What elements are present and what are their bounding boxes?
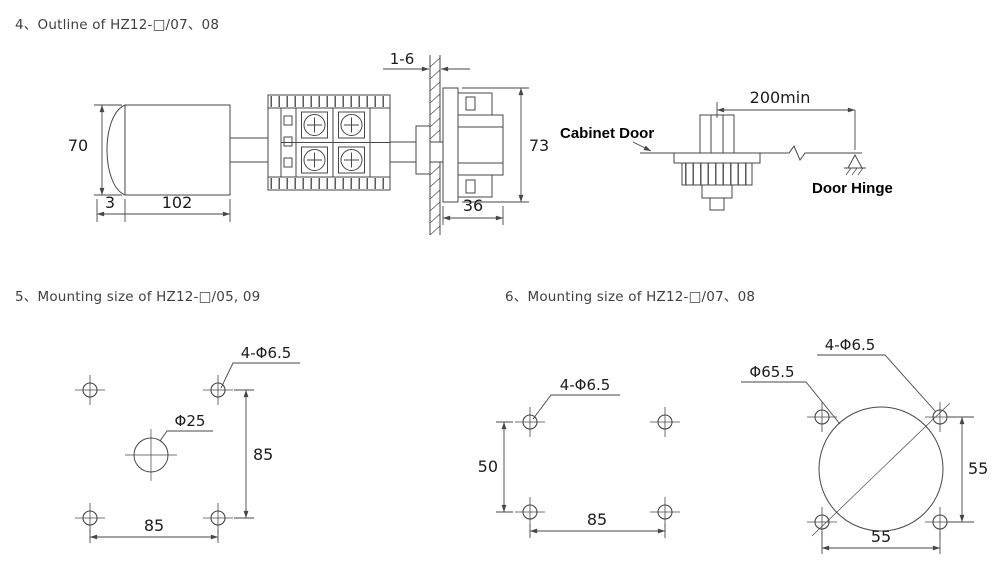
front-plate xyxy=(442,87,459,203)
leader-line xyxy=(159,430,213,442)
center-hole xyxy=(125,429,177,481)
dim-door-clearance: 200min xyxy=(716,88,856,150)
dim-vertical-55: 55 xyxy=(948,416,988,523)
dim-panel-thickness: 1-6 xyxy=(383,50,470,72)
door-hinge-label: Door Hinge xyxy=(812,180,893,197)
door-line xyxy=(640,144,862,162)
dim-vertical-50: 50 xyxy=(478,421,513,513)
label-plate-holes: 4-Φ6.5 xyxy=(532,376,620,420)
label-corner-holes: 4-Φ6.5 xyxy=(220,344,300,389)
front-screw-top xyxy=(465,96,476,111)
mounting-hole xyxy=(202,502,234,534)
terminal-tab xyxy=(283,136,293,147)
dim-85v-label: 85 xyxy=(253,445,273,464)
dim-70-label: 70 xyxy=(68,136,88,155)
dim-handle-length: 3 102 xyxy=(96,193,231,222)
dim-vertical-85: 85 xyxy=(234,389,273,519)
holes-label: 4-Φ6.5 xyxy=(560,376,611,394)
mounting-05-09-drawing: 4-Φ6.5 Φ25 85 85 xyxy=(74,344,300,543)
center-hole-label: Φ25 xyxy=(175,412,206,430)
cabinet-door-leader xyxy=(632,141,652,152)
dim-handle-height: 70 xyxy=(68,104,122,196)
mounting-hole xyxy=(649,406,681,438)
dim-200min-label: 200min xyxy=(750,88,811,107)
leader-line xyxy=(220,362,300,389)
mounting-drawings: 4-Φ6.5 Φ25 85 85 xyxy=(74,336,988,554)
section-4-title: 4、Outline of HZ12-□/07、08 xyxy=(15,17,220,33)
diagonal-line xyxy=(811,402,951,537)
mounting-hole xyxy=(74,374,106,406)
section-6-title: 6、Mounting size of HZ12-□/07、08 xyxy=(505,289,756,305)
mounting-07-08-plate-drawing: 4-Φ6.5 50 85 xyxy=(478,376,681,538)
dim-horizontal-85: 85 xyxy=(89,516,219,543)
dim-102-label: 102 xyxy=(162,193,193,212)
dim-73-label: 73 xyxy=(529,136,549,155)
door-switch-operator xyxy=(699,114,735,154)
label-center-hole: Φ25 xyxy=(159,412,213,442)
front-operator xyxy=(442,87,504,203)
outline-drawing: 70 3 102 xyxy=(68,50,893,236)
handle-outline xyxy=(106,104,231,196)
mounting-hole xyxy=(514,406,546,438)
leader-line xyxy=(817,354,937,413)
dim-front-depth: 36 xyxy=(442,196,504,225)
holes-label: 4-Φ6.5 xyxy=(825,336,876,354)
switch-body xyxy=(229,94,391,191)
dim-55v-label: 55 xyxy=(968,459,988,478)
dim-front-height: 73 xyxy=(462,87,549,203)
circle-label: Φ65.5 xyxy=(749,363,794,381)
dim-horizontal-85: 85 xyxy=(529,510,666,538)
section-5-title: 5、Mounting size of HZ12-□/05, 09 xyxy=(15,289,261,305)
cabinet-door-label: Cabinet Door xyxy=(560,125,654,142)
door-hinge-symbol xyxy=(844,153,866,176)
mounting-hole xyxy=(202,374,234,406)
mounting-hole xyxy=(74,502,106,534)
cabinet-door-illustration: 200min Cabinet Door Door Hinge xyxy=(560,88,893,211)
label-cutout-circle: Φ65.5 xyxy=(741,363,841,425)
leader-line xyxy=(741,381,841,425)
label-ring-holes: 4-Φ6.5 xyxy=(817,336,937,413)
dim-85-label: 85 xyxy=(587,510,607,529)
switch-handle xyxy=(106,104,231,196)
handle-shaft xyxy=(229,137,269,163)
dim-55h-label: 55 xyxy=(871,527,891,546)
terminal-tab xyxy=(283,157,293,168)
dim-50-label: 50 xyxy=(478,457,498,476)
front-body xyxy=(457,114,504,176)
panel-shaft-and-flange xyxy=(389,125,444,175)
holes-label: 4-Φ6.5 xyxy=(241,344,292,362)
front-screw-bottom xyxy=(465,179,476,194)
rear-flange xyxy=(415,125,431,175)
terminal-tab xyxy=(283,115,293,126)
mounting-hole xyxy=(514,496,546,528)
dim-horizontal-55: 55 xyxy=(821,527,941,554)
dim-3-label: 3 xyxy=(105,193,115,212)
leader-line xyxy=(532,394,620,420)
door-switch-flange xyxy=(673,152,761,164)
door-switch-block xyxy=(701,184,733,199)
dim-85h-label: 85 xyxy=(144,516,164,535)
dim-1-6-label: 1-6 xyxy=(390,50,415,68)
dim-36-label: 36 xyxy=(463,196,483,215)
cutout-circle xyxy=(818,406,944,532)
panel-hatching xyxy=(429,57,441,236)
door-switch-stud xyxy=(709,197,725,211)
mounting-hole xyxy=(649,496,681,528)
mounting-07-08-ring-drawing: Φ65.5 4-Φ6.5 55 55 xyxy=(741,336,988,554)
mounting-hole xyxy=(806,401,838,433)
